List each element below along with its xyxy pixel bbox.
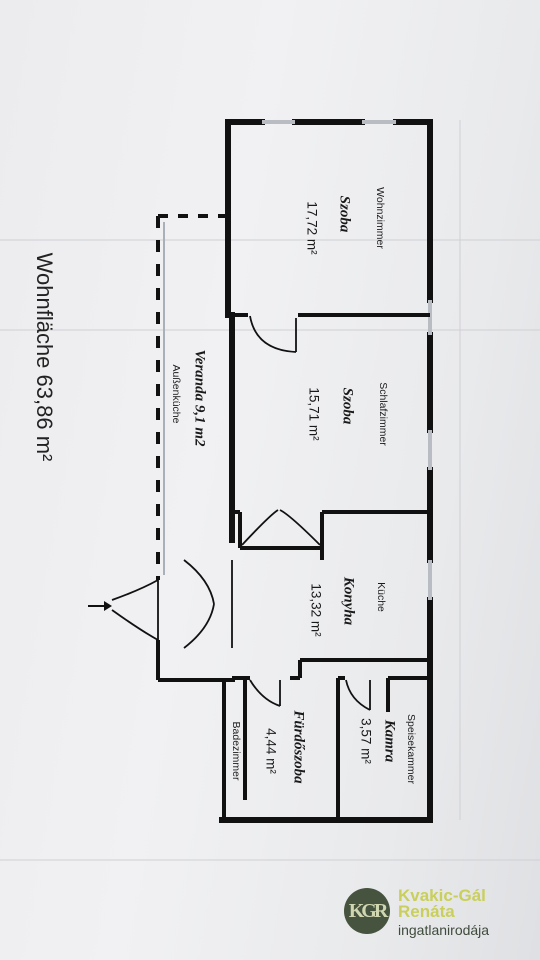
interior-walls xyxy=(222,313,430,820)
room-kueche-hu: Konyha xyxy=(340,576,357,626)
room-kueche-de: Küche xyxy=(375,582,387,612)
agency-logo: KGR Kvakic-Gál Renáta ingatlanirodája xyxy=(344,884,540,954)
room-speisekammer-area: 3,57 m² xyxy=(358,718,374,764)
logo-name-line2: Renáta xyxy=(398,902,455,921)
paper-grid xyxy=(0,120,540,861)
logo-subtitle: ingatlanirodája xyxy=(398,922,490,938)
veranda-walls xyxy=(156,214,228,682)
room-badezimmer-de: Badezimmer xyxy=(230,721,242,781)
room-wohnzimmer-area: 17,72 m² xyxy=(304,201,320,255)
logo-monogram-icon: KGR xyxy=(344,888,390,934)
room-wohnzimmer-de: Wohnzimmer xyxy=(374,187,386,249)
total-area-label: Wohnfläche 63,86 m² xyxy=(32,252,57,462)
room-kueche-area: 13,32 m² xyxy=(308,583,324,637)
room-speisekammer-de: Speisekammer xyxy=(405,713,417,785)
room-schlafzimmer-hu: Szoba xyxy=(339,387,356,425)
room-speisekammer-hu: Kamra xyxy=(381,719,398,763)
room-veranda-hu: Veranda 9,1 m2 xyxy=(191,349,208,447)
exterior-walls xyxy=(219,119,433,823)
logo-name-line1: Kvakic-Gál xyxy=(398,886,486,905)
room-badezimmer-hu: Fürdőszoba xyxy=(290,710,307,784)
door-swings xyxy=(111,315,371,711)
room-badezimmer-area: 4,44 m² xyxy=(263,728,279,774)
entrance-arrow-icon xyxy=(88,601,112,611)
room-veranda-de: Außenküche xyxy=(170,364,182,424)
room-schlafzimmer-de: Schlafzimmer xyxy=(377,382,389,446)
room-schlafzimmer-area: 15,71 m² xyxy=(306,387,322,441)
windows xyxy=(262,120,432,600)
room-wohnzimmer-hu: Szoba xyxy=(336,195,353,233)
